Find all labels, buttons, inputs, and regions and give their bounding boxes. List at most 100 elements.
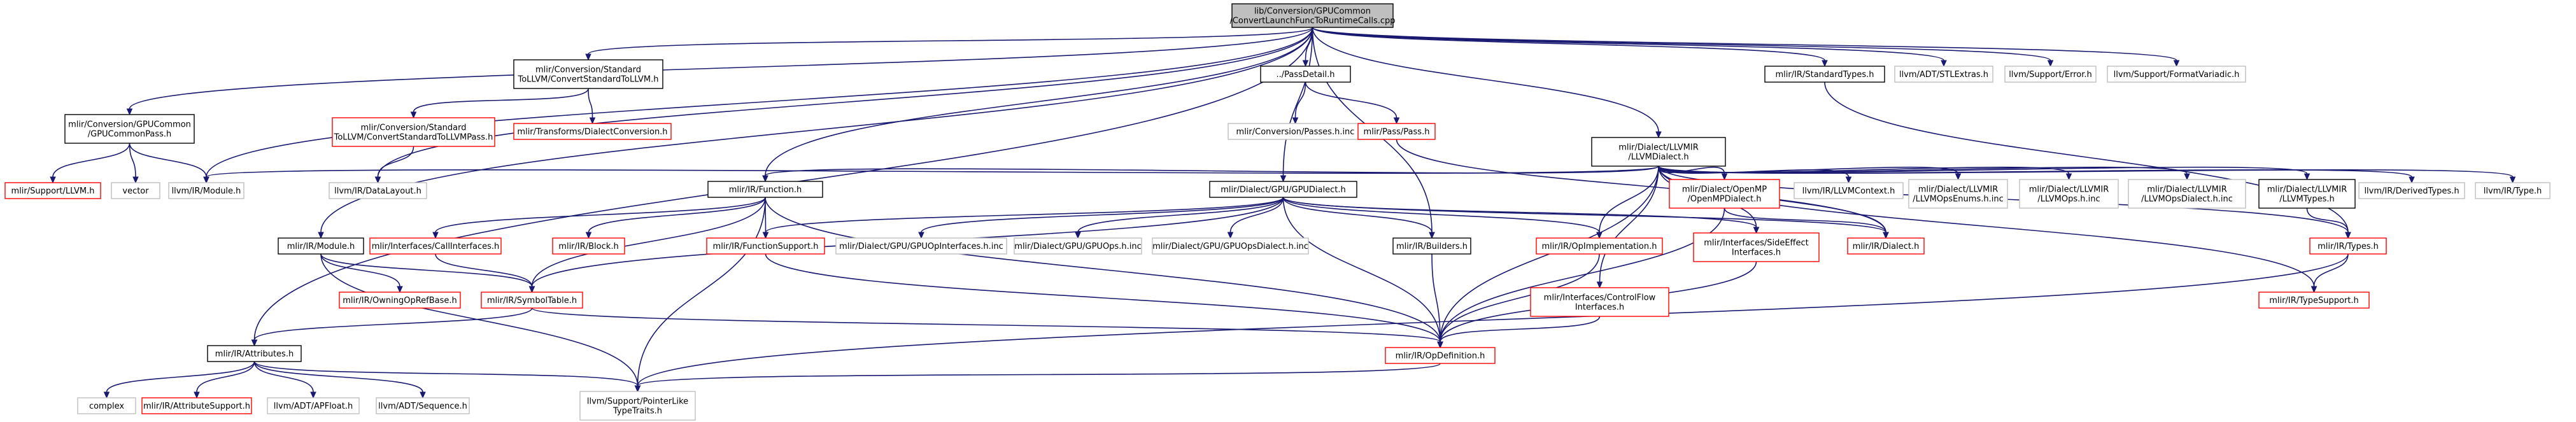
node-gpuopsdialect[interactable]: mlir/Dialect/GPU/GPUOpsDialect.h.inc [1152, 237, 1309, 255]
node-llvmcontext[interactable]: llvm/IR/LLVMContext.h [1794, 182, 1904, 199]
edge-arrowhead [1941, 60, 1947, 67]
node-box [207, 345, 302, 362]
node-box [481, 292, 583, 309]
node-dialectconversion[interactable]: mlir/Transforms/DialectConversion.h [513, 123, 672, 140]
node-llvmopsenums[interactable]: mlir/Dialect/LLVMIR/LLVMOpsEnums.h.inc [1908, 179, 2008, 209]
node-passdetail[interactable]: ../PassDetail.h [1260, 66, 1351, 83]
edge-root-to-llvmdialect [1312, 27, 1659, 132]
edge-arrowhead [103, 391, 110, 399]
node-opimplementation[interactable]: mlir/IR/OpImplementation.h [1536, 237, 1663, 255]
node-supportllvm[interactable]: mlir/Support/LLVM.h [4, 182, 101, 199]
node-block[interactable]: mlir/IR/Block.h [552, 237, 625, 255]
node-box [707, 181, 823, 198]
edge-arrowhead [918, 232, 924, 239]
node-pass[interactable]: mlir/Pass/Pass.h [1357, 123, 1436, 140]
node-standardtypes[interactable]: mlir/IR/StandardTypes.h [1764, 66, 1885, 83]
node-label: /LLVMTypes.h [2279, 195, 2335, 204]
node-datalayout[interactable]: llvm/IR/DataLayout.h [329, 182, 427, 199]
node-llvmdialect[interactable]: mlir/Dialect/LLVMIR/LLVMDialect.h [1591, 137, 1726, 167]
node-builders[interactable]: mlir/IR/Builders.h [1392, 237, 1471, 255]
node-label: mlir/IR/Attributes.h [215, 349, 294, 359]
node-convertstdpass[interactable]: mlir/Conversion/StandardToLLVM/ConvertSt… [332, 117, 495, 147]
node-sequence[interactable]: llvm/ADT/Sequence.h [376, 397, 470, 414]
node-error[interactable]: llvm/Support/Error.h [2004, 66, 2097, 83]
node-attributes[interactable]: mlir/IR/Attributes.h [207, 345, 302, 362]
edge-gpudialect-to-functionsupport [765, 197, 1284, 233]
node-gpuopsinc[interactable]: mlir/Dialect/GPU/GPUOps.h.inc [1014, 237, 1142, 255]
node-stlextras[interactable]: llvm/ADT/STLExtras.h [1894, 66, 1993, 83]
edge-arrowhead [132, 176, 139, 184]
node-llvmtype[interactable]: llvm/IR/Type.h [2475, 182, 2551, 199]
node-llvmopsinc[interactable]: mlir/Dialect/LLVMIR/LLVMOps.h.inc [2019, 179, 2119, 209]
node-apfloat[interactable]: llvm/ADT/APFloat.h [267, 397, 360, 414]
node-label: /LLVMOps.h.inc [2037, 195, 2100, 204]
node-attributesupport[interactable]: mlir/IR/AttributeSupport.h [141, 397, 252, 414]
edge-arrowhead [1227, 232, 1234, 239]
node-box [1392, 237, 1471, 255]
node-box [1764, 66, 1885, 83]
edge-arrowhead [634, 385, 641, 393]
node-label: mlir/Dialect/LLVMIR [2029, 185, 2109, 195]
node-box [1908, 179, 2008, 209]
node-label: mlir/IR/Module.h [287, 242, 355, 251]
node-label: mlir/Support/LLVM.h [11, 186, 95, 196]
node-label: Interfaces.h [1732, 248, 1781, 258]
node-vector[interactable]: vector [111, 182, 160, 199]
edge-arrowhead [2409, 176, 2415, 184]
edge-root-to-datalayout [377, 27, 1313, 178]
edge-arrowhead [1292, 117, 1299, 125]
node-formatvariadic[interactable]: llvm/Support/FormatVariadic.h [2107, 66, 2246, 83]
edge-arrowhead [2184, 173, 2190, 181]
edge-arrowhead [50, 176, 56, 184]
node-llvmtypes[interactable]: mlir/Dialect/LLVMIR/LLVMTypes.h [2258, 179, 2356, 209]
node-mlirmodule[interactable]: mlir/IR/Module.h [278, 237, 364, 255]
node-dialect[interactable]: mlir/IR/Dialect.h [1847, 237, 1925, 255]
node-passesinc[interactable]: mlir/Conversion/Passes.h.inc [1228, 123, 1363, 140]
node-label: llvm/ADT/APFloat.h [274, 402, 353, 411]
edge-gpudialect-to-gpuopsdialect [1229, 197, 1284, 233]
node-functionsupport[interactable]: mlir/IR/FunctionSupport.h [706, 237, 825, 255]
node-box [339, 292, 461, 309]
node-derivedtypes[interactable]: llvm/IR/DerivedTypes.h [2358, 182, 2465, 199]
edge-arrowhead [1655, 131, 1662, 139]
edge-openmpdialect-to-opdefinition [1440, 207, 1725, 342]
edge-convertstd-to-convertstdpass [413, 88, 589, 113]
edge-root-to-formatvariadic [1312, 27, 2177, 61]
edge-function-to-callinterfaces [435, 197, 766, 233]
node-symboltable[interactable]: mlir/IR/SymbolTable.h [481, 292, 583, 309]
node-owningopref[interactable]: mlir/IR/OwningOpRefBase.h [339, 292, 461, 309]
node-callinterfaces[interactable]: mlir/Interfaces/CallInterfaces.h [369, 237, 502, 255]
node-llvmopsdialect[interactable]: mlir/Dialect/LLVMIR/LLVMOpsDialect.h.inc [2128, 179, 2246, 209]
node-gpuopinterfaces[interactable]: mlir/Dialect/GPU/GPUOpInterfaces.h.inc [835, 237, 1007, 255]
edge-arrowhead [1429, 232, 1435, 239]
node-openmpdialect[interactable]: mlir/Dialect/OpenMP/OpenMPDialect.h [1669, 179, 1780, 209]
node-gpucommonpass[interactable]: mlir/Conversion/GPUCommon/GPUCommonPass.… [64, 114, 195, 144]
edge-gpudialect-to-dialect [1282, 197, 1886, 233]
node-gpudialect[interactable]: mlir/Dialect/GPU/GPUDialect.h [1209, 181, 1357, 198]
edge-arrowhead [1596, 281, 1603, 289]
node-label: lib/Conversion/GPUCommon [1254, 7, 1371, 17]
node-convertstd[interactable]: mlir/Conversion/StandardToLLVM/ConvertSt… [513, 59, 663, 89]
edge-arrowhead [2173, 60, 2180, 67]
node-label: mlir/Conversion/GPUCommon [68, 120, 191, 130]
edge-arrowhead [310, 391, 316, 399]
edge-root-to-function [765, 27, 1313, 176]
edge-function-to-pointerlike [637, 197, 766, 386]
node-complex[interactable]: complex [77, 397, 136, 414]
node-label: mlir/IR/SymbolTable.h [487, 296, 577, 306]
node-typesupport[interactable]: mlir/IR/TypeSupport.h [2258, 292, 2370, 309]
edge-arrowhead [589, 117, 596, 125]
node-function[interactable]: mlir/IR/Function.h [707, 181, 823, 198]
edge-symboltable-to-opdefinition [531, 307, 1441, 342]
edge-attributes-to-sequence [253, 361, 423, 393]
node-llvmmodule[interactable]: llvm/IR/Module.h [168, 182, 244, 199]
node-box [1847, 237, 1925, 255]
node-opdefinition[interactable]: mlir/IR/OpDefinition.h [1385, 347, 1496, 364]
edge-llvmdialect-to-controlflow [1599, 165, 1659, 283]
node-mlirtypes[interactable]: mlir/IR/Types.h [2309, 237, 2387, 255]
node-label: mlir/Transforms/DialectConversion.h [517, 127, 667, 137]
edge-arrowhead [2311, 286, 2318, 293]
